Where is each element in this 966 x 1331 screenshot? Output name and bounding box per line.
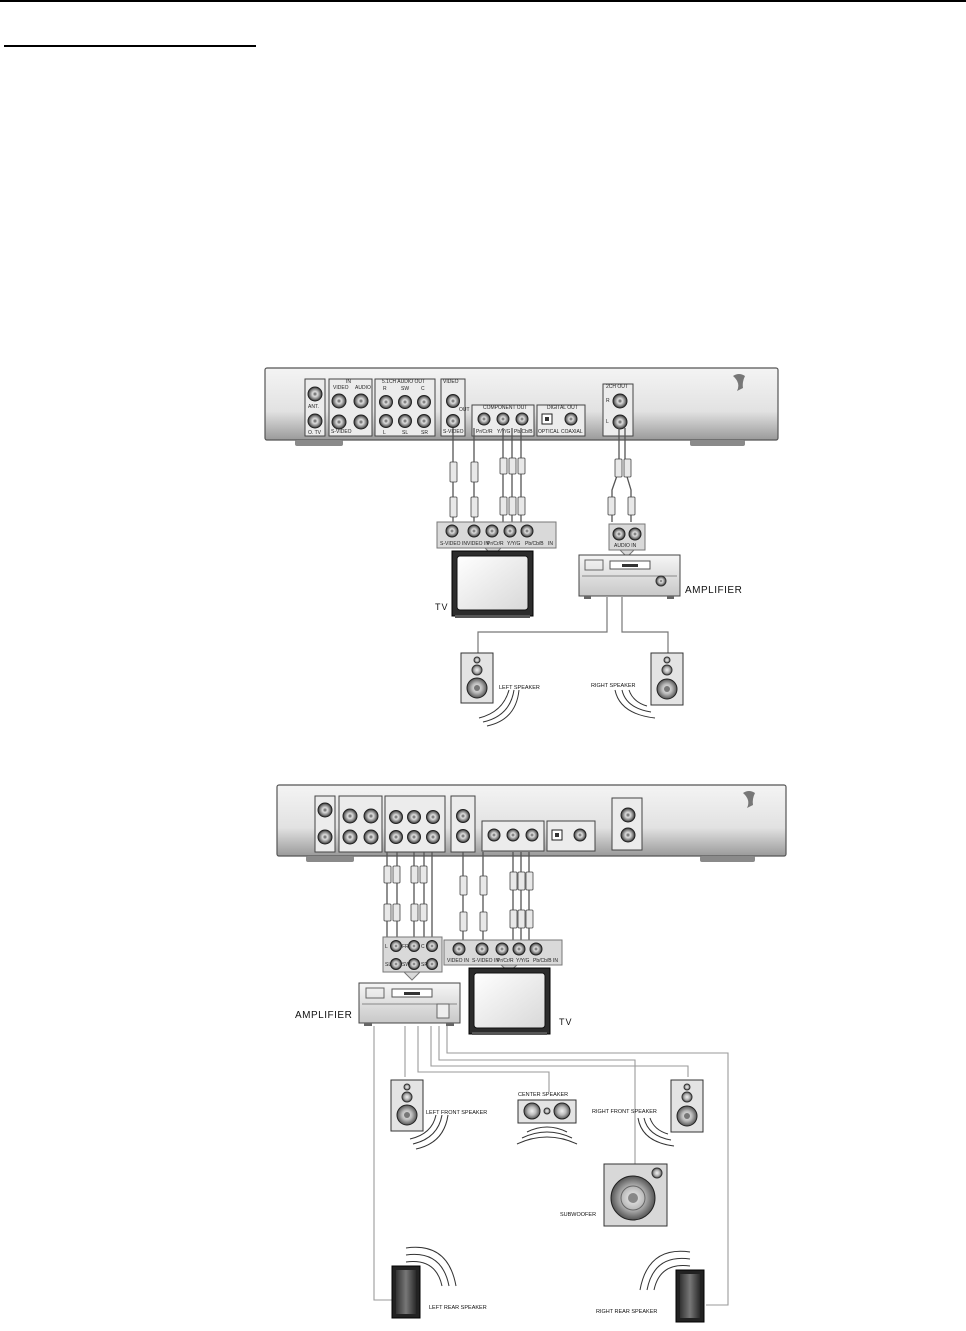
subwoofer-icon <box>603 1163 668 1227</box>
right-speaker-icon <box>614 652 684 719</box>
left-front-speaker-icon <box>390 1079 449 1150</box>
amp-audio-in-strip: AUDIO IN <box>608 523 646 558</box>
tv-icon <box>451 550 534 618</box>
speaker-wires-diagram1 <box>477 597 669 656</box>
plugs-diagram2 <box>383 865 534 932</box>
y-label: Y/Y/G <box>497 429 510 435</box>
tv2-video-in-label: VIDEO IN <box>447 958 469 964</box>
tv-label-2: TV <box>559 1017 573 1027</box>
c-label: C <box>421 386 425 392</box>
optical-label: OPTICAL <box>538 429 560 435</box>
player-rear-panel: ANT. O. TV IN VIDEO AUDIO S-VIDEO 5.1CH … <box>264 367 779 446</box>
tv-pr-label: Pr/Cr/R <box>487 541 504 547</box>
right-front-speaker-icon <box>637 1079 704 1147</box>
brand-logo-icon-2 <box>743 791 755 808</box>
r-label: R <box>383 386 387 392</box>
left-rear-speaker-label: LEFT REAR SPEAKER <box>429 1305 487 1311</box>
tv2-y-label: Y/Y/G <box>516 958 529 964</box>
amp-input-strip-2: L FR C SL SW SR <box>382 936 443 981</box>
left-front-speaker-label: LEFT FRONT SPEAKER <box>426 1110 487 1116</box>
left-rear-speaker-icon <box>391 1246 457 1319</box>
sw-label: SW <box>401 386 409 392</box>
tv-icon-2 <box>468 967 551 1035</box>
to-tv-label: O. TV <box>308 430 322 436</box>
tv-y-label: Y/Y/G <box>507 541 520 547</box>
amplifier-label: AMPLIFIER <box>685 585 742 596</box>
cables-diagram1 <box>452 428 632 522</box>
in-group-label: IN <box>346 379 351 385</box>
tv2-s-video-in-label: S-VIDEO IN <box>472 958 499 964</box>
tv2-pr-label: Pr/Cr/R <box>497 958 514 964</box>
right-speaker-label: RIGHT SPEAKER <box>591 683 636 689</box>
ant-in-label: ANT. <box>308 404 319 410</box>
brand-logo-icon <box>733 374 745 391</box>
tv-label: TV <box>435 602 449 612</box>
player-rear-panel-2 <box>276 784 787 862</box>
heading-underline <box>4 45 256 47</box>
tv-s-video-in-label: S-VIDEO IN <box>440 541 467 547</box>
audio-label: AUDIO <box>355 385 371 391</box>
right-front-speaker-label: RIGHT FRONT SPEAKER <box>592 1109 657 1115</box>
coaxial-label: COAXIAL <box>561 429 583 435</box>
subwoofer-label: SUBWOOFER <box>560 1212 596 1218</box>
out-label: OUT <box>459 407 470 413</box>
ch2-r-label: R <box>606 398 610 404</box>
amp2-sr-label: SR <box>421 962 428 968</box>
amplifier-icon <box>578 554 681 599</box>
video-label: VIDEO <box>333 385 349 391</box>
ch2-l-label: L <box>606 419 609 425</box>
tv2-pb-label: Pb/Cb/B <box>533 958 552 964</box>
amplifier-label-2: AMPLIFIER <box>295 1010 352 1021</box>
pb-label: Pb/Cb/B <box>514 429 533 435</box>
tv-input-strip: S-VIDEO IN VIDEO IN Pr/Cr/R Y/Y/G Pb/Cb/… <box>436 521 557 557</box>
amp2-fr-label: FR <box>402 944 409 950</box>
diagram-surround: L FR C SL SW SR VIDEO IN S-VIDEO IN Pr/C… <box>276 784 787 1323</box>
speaker-wires-diagram2 <box>373 1026 729 1306</box>
tv-pb-label: Pb/Cb/B <box>525 541 544 547</box>
diagram-stereo: ANT. O. TV IN VIDEO AUDIO S-VIDEO 5.1CH … <box>264 367 779 727</box>
right-rear-speaker-label: RIGHT REAR SPEAKER <box>596 1309 657 1315</box>
center-speaker-icon <box>516 1099 578 1145</box>
top-rule <box>0 0 966 2</box>
left-speaker-label: LEFT SPEAKER <box>499 685 540 691</box>
tv-input-strip-2: VIDEO IN S-VIDEO IN Pr/Cr/R Y/Y/G Pb/Cb/… <box>443 939 563 973</box>
left-speaker-icon <box>460 652 520 727</box>
audio-out-group-label: 5.1CH AUDIO OUT <box>382 379 425 385</box>
digital-out-label: DIGITAL OUT <box>547 405 578 411</box>
tv-in-label: IN <box>548 541 553 547</box>
l-label: L <box>383 430 386 436</box>
tv-video-in-label: VIDEO IN <box>467 541 489 547</box>
pr-label: Pr/Cr/R <box>476 429 493 435</box>
amp2-sl-label: SL <box>385 962 391 968</box>
sl-label: SL <box>402 430 408 436</box>
amplifier-icon-2 <box>358 982 461 1026</box>
plugs-diagram1 <box>449 457 636 518</box>
amp2-l-label: L <box>385 944 388 950</box>
tv2-in-label: IN <box>553 958 558 964</box>
s-video-in-label: S-VIDEO <box>331 429 352 435</box>
audio-in-label: AUDIO IN <box>614 543 637 549</box>
video-group-label: VIDEO <box>443 379 459 385</box>
sr-label: SR <box>421 430 428 436</box>
right-rear-speaker-icon <box>639 1250 705 1323</box>
amp2-c-label: C <box>421 944 425 950</box>
component-out-label: COMPONENT OUT <box>483 405 527 411</box>
center-speaker-label: CENTER SPEAKER <box>518 1092 568 1098</box>
ch2-out-label: 2CH OUT <box>606 384 628 390</box>
amp2-sw-label: SW <box>402 962 410 968</box>
